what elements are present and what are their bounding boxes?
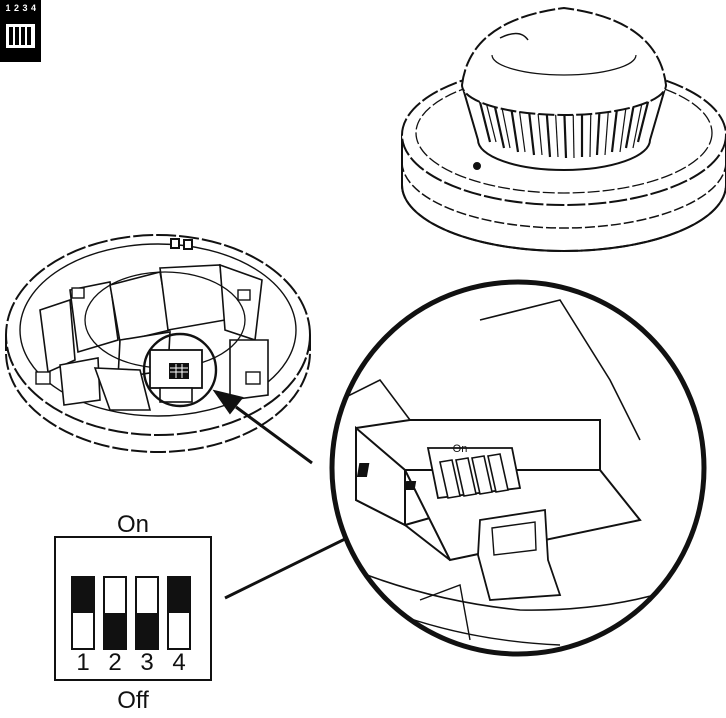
switch-off-label: Off xyxy=(117,687,149,714)
switch-number: 2 xyxy=(108,649,121,676)
zoom-detail: On xyxy=(329,279,707,657)
switch-number: 3 xyxy=(140,649,153,676)
dip-switch-4: 4 xyxy=(167,576,191,676)
detail-on-label: On xyxy=(453,443,468,455)
switch-knob-on xyxy=(72,577,94,613)
switch-knob-on xyxy=(168,577,190,613)
mounting-base xyxy=(5,234,311,453)
dip-switch-badge: 1 2 3 4 xyxy=(0,0,41,62)
dip-switch-icon xyxy=(6,24,35,48)
dip-switch-1: 1 xyxy=(71,576,95,676)
smoke-detector-head xyxy=(401,6,726,252)
dip-switch-3: 3 xyxy=(135,576,159,676)
switch-knob-off xyxy=(136,613,158,649)
dip-switch-2: 2 xyxy=(103,576,127,676)
switch-knob-off xyxy=(104,613,126,649)
switch-number: 4 xyxy=(172,649,185,676)
badge-numbers: 1 2 3 4 xyxy=(5,3,36,13)
switch-on-label: On xyxy=(117,511,149,538)
switch-number: 1 xyxy=(76,649,89,676)
